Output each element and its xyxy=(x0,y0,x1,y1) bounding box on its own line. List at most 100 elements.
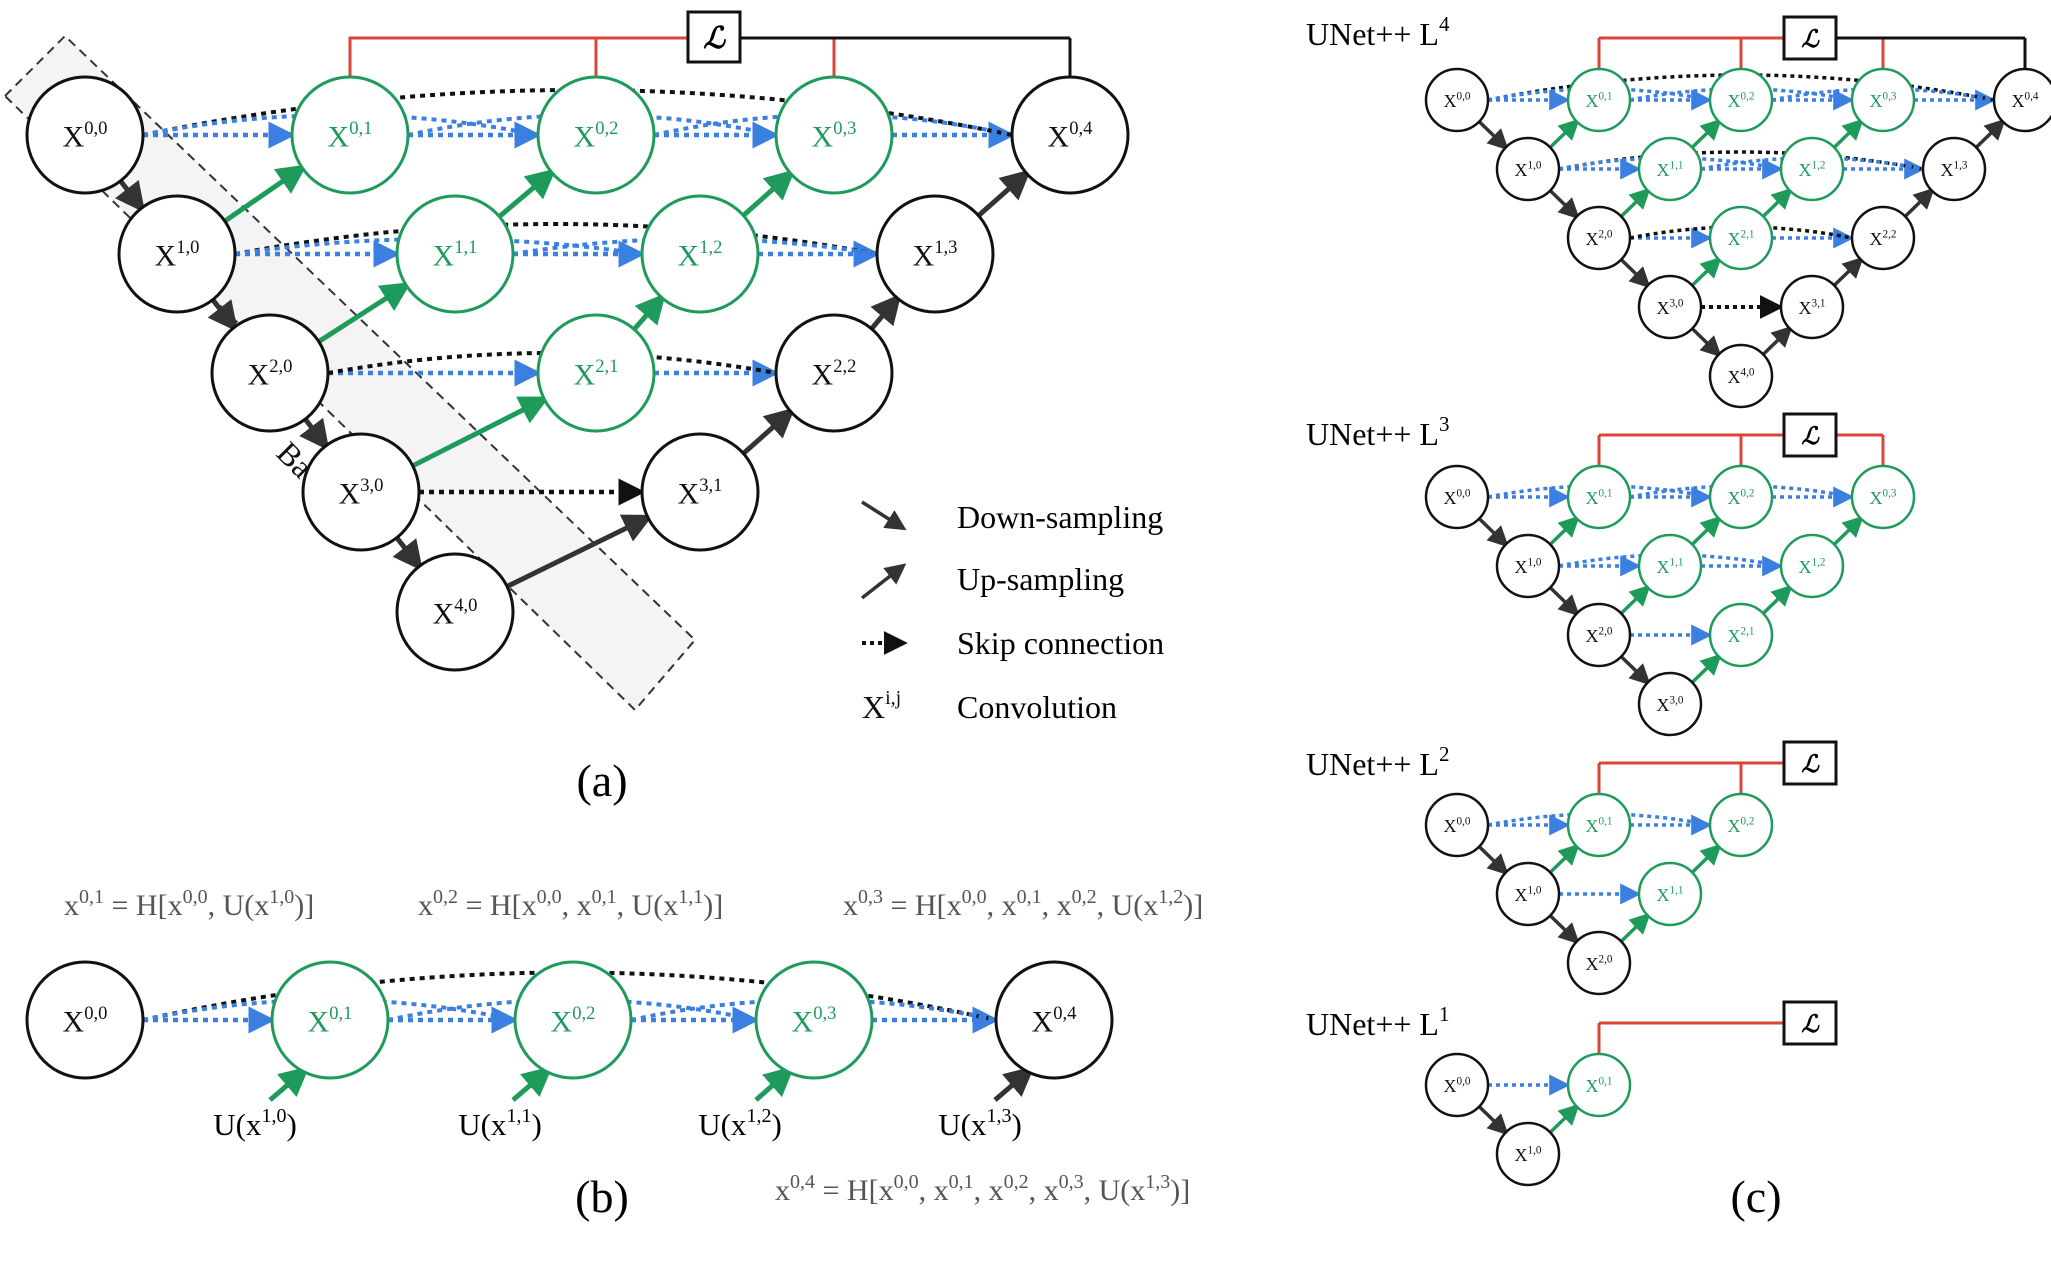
upsample-label-1: U(x1,1) xyxy=(458,1105,542,1142)
legend-label-down: Down-sampling xyxy=(957,499,1163,535)
up-arrow xyxy=(1833,256,1864,287)
up-arrow xyxy=(1549,843,1580,874)
blue-skip-arc-2 xyxy=(407,113,777,137)
down-arrow xyxy=(1691,327,1722,358)
node-label: X0,1 xyxy=(1586,487,1613,508)
node-label: X0,2 xyxy=(1728,90,1755,111)
blue-skip-arc xyxy=(1558,156,1782,171)
up-arrow xyxy=(1691,118,1722,149)
node-X00-b: X0,0 xyxy=(25,960,145,1080)
down-arrow xyxy=(1620,655,1651,686)
node-label: X1,0 xyxy=(155,237,200,273)
node-label: X0,0 xyxy=(1444,1075,1471,1096)
node-label: X1,1 xyxy=(1657,556,1684,577)
node-X31: X3,1 xyxy=(640,432,760,552)
node-label: X1,2 xyxy=(1799,159,1826,180)
caption-c: (c) xyxy=(1730,1171,1781,1222)
node-label: X0,3 xyxy=(1870,90,1897,111)
node-X31-c4: X3,1 xyxy=(1779,274,1845,340)
node-X01-c1: X0,1 xyxy=(1566,1052,1632,1118)
node-X02-b: X0,2 xyxy=(513,960,633,1080)
node-label: X0,1 xyxy=(328,118,373,154)
node-label: X0,4 xyxy=(1048,118,1093,154)
node-label: X3,1 xyxy=(1799,297,1826,318)
up-arrow xyxy=(1904,187,1935,218)
node-X02-c2: X0,2 xyxy=(1708,792,1774,858)
node-label: X1,0 xyxy=(1515,159,1542,180)
node-X20: X2,0 xyxy=(210,313,330,433)
node-X30-c4: X3,0 xyxy=(1637,274,1703,340)
up-arrow xyxy=(1549,118,1580,149)
up-arrow xyxy=(1762,584,1793,615)
node-X01: X0,1 xyxy=(290,75,410,195)
node-label: X1,0 xyxy=(1515,556,1542,577)
upsample-label-0: U(x1,0) xyxy=(213,1105,297,1142)
node-X01-c2: X0,1 xyxy=(1566,792,1632,858)
up-input-arrow-b-2 xyxy=(754,1066,795,1102)
up-input-arrow-b-3 xyxy=(993,1066,1035,1102)
up-arrow xyxy=(1762,325,1793,356)
node-label: X0,0 xyxy=(63,118,108,154)
node-X30-c3: X3,0 xyxy=(1637,671,1703,737)
node-label: X0,4 xyxy=(1032,1003,1077,1039)
subfigure-title-L1: UNet++ L1 xyxy=(1306,1002,1449,1042)
loss-tree-L1: ℒ xyxy=(1597,1000,1838,1054)
down-arrow-X00-X10 xyxy=(114,179,146,213)
node-label: X0,2 xyxy=(1728,487,1755,508)
node-X20-c4: X2,0 xyxy=(1566,205,1632,271)
up-arrow xyxy=(1691,256,1722,287)
up-arrow xyxy=(1975,118,2006,149)
down-arrow xyxy=(1478,517,1509,548)
subfigure-edges-L4: ℒ xyxy=(1478,15,2027,358)
node-label: X3,0 xyxy=(1657,297,1684,318)
node-X03-b: X0,3 xyxy=(754,960,874,1080)
up-arrow-X12-X03 xyxy=(741,169,796,218)
loss-box-a xyxy=(686,10,742,64)
blue-skip-arc xyxy=(1771,87,1995,102)
node-label: X0,0 xyxy=(63,1003,108,1039)
node-X22-c4: X2,2 xyxy=(1850,205,1916,271)
node-X03-c4: X0,3 xyxy=(1850,67,1916,133)
panel-b-upsample-labels: U(x1,0) U(x1,1) U(x1,2) U(x1,3) xyxy=(213,1105,1022,1142)
loss-box-L2 xyxy=(1782,740,1838,786)
node-label: X0,1 xyxy=(308,1003,353,1039)
node-X01-c3: X0,1 xyxy=(1566,464,1632,530)
loss-tree-L3: ℒ xyxy=(1597,412,1885,466)
up-arrow-X20-X11 xyxy=(317,282,412,344)
down-arrow xyxy=(1549,914,1580,945)
blue-skip-arc xyxy=(1487,87,1711,102)
upsample-label-3: U(x1,3) xyxy=(938,1105,1022,1142)
node-label: X0,3 xyxy=(812,118,857,154)
down-arrow-X20-X30 xyxy=(299,417,330,451)
node-label: X4,0 xyxy=(1728,366,1755,387)
blue-skip-arc xyxy=(1487,812,1711,827)
node-X11-c4: X1,1 xyxy=(1637,136,1703,202)
up-arrow xyxy=(1549,515,1580,546)
upsample-label-2: U(x1,2) xyxy=(698,1105,782,1142)
loss-symbol-L3: ℒ xyxy=(1801,424,1820,450)
legend-label-skip: Skip connection xyxy=(957,625,1164,661)
down-arrow xyxy=(1478,1105,1509,1136)
node-X21-c4: X2,1 xyxy=(1708,205,1774,271)
node-X22: X2,2 xyxy=(774,313,894,433)
node-X00-c1: X0,0 xyxy=(1424,1052,1490,1118)
node-label: X0,2 xyxy=(1728,815,1755,836)
node-X02-c4: X0,2 xyxy=(1708,67,1774,133)
blue-skip-arc xyxy=(1629,484,1853,499)
node-X10-c2: X1,0 xyxy=(1495,861,1561,927)
panel-b-nodes: X0,0 X0,1 X0,2 X0,3 X0,4 xyxy=(25,960,1114,1080)
subfigure-edges-L3: ℒ xyxy=(1478,412,1885,686)
node-X40: X4,0 xyxy=(395,552,515,672)
legend-label-up: Up-sampling xyxy=(957,561,1124,597)
node-label: X1,1 xyxy=(1657,884,1684,905)
node-label: X1,2 xyxy=(678,237,723,273)
blue-skip-arc-b1 xyxy=(142,998,516,1022)
node-label: X0,3 xyxy=(1870,487,1897,508)
node-label: X1,2 xyxy=(1799,556,1826,577)
